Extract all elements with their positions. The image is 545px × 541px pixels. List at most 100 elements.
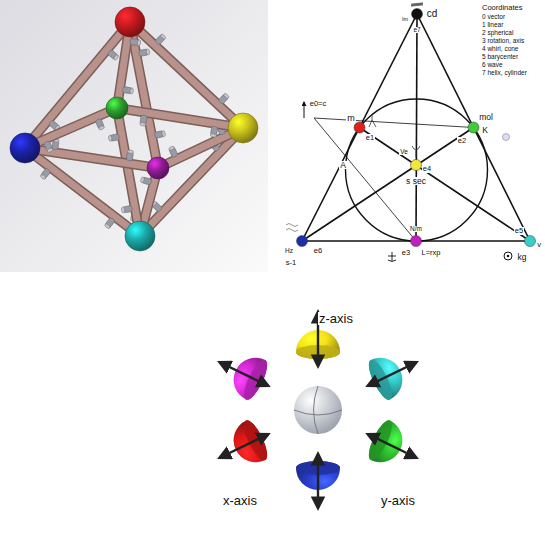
legend-heading: Coordinates: [481, 4, 523, 12]
legend-item: 3 rotation, axis: [481, 38, 525, 45]
pin: [104, 217, 115, 229]
pin-cap: [121, 207, 125, 213]
pin-cap: [40, 174, 47, 180]
pin-cap: [140, 122, 146, 126]
fano-point: [468, 122, 479, 133]
pin-cap: [47, 148, 54, 153]
dot-circle-symbol: [507, 255, 510, 258]
pin: [121, 205, 132, 213]
render-background: [0, 0, 268, 272]
rod: [140, 128, 243, 236]
joint-sphere: [125, 221, 155, 251]
joint-sphere: [228, 113, 258, 143]
pin: [210, 126, 218, 137]
legend-item: 0 vector: [481, 14, 506, 21]
rod: [130, 22, 158, 168]
pin-cap: [160, 33, 167, 39]
octahedron-model: [10, 7, 258, 251]
pin-cap: [127, 150, 133, 154]
unit-label: L=rxp: [421, 249, 442, 257]
fano-line: [416, 14, 417, 241]
pin: [107, 49, 119, 60]
dot-circle-symbol: [504, 252, 512, 260]
pin: [95, 118, 105, 130]
spring-symbol: [411, 3, 423, 6]
pin-cap: [168, 146, 175, 151]
axis-arrow: [220, 362, 269, 386]
hemisphere: [210, 414, 278, 477]
fano-point: [525, 236, 536, 247]
axis-label: z-axis: [318, 312, 354, 325]
rod: [130, 22, 158, 168]
sphere-meridian: [294, 386, 342, 434]
pin: [218, 93, 230, 105]
sphere-symbol: [503, 134, 510, 141]
basis-label: e7: [412, 27, 421, 34]
basis-label: e5: [514, 227, 524, 235]
unit-label: N/m: [409, 226, 423, 233]
pin: [130, 38, 141, 46]
fano-diagram: [286, 3, 536, 262]
unit-label: Im: [401, 17, 409, 23]
wave-symbol: [286, 224, 298, 232]
leader-line: [314, 118, 416, 241]
pin-cap: [108, 135, 112, 141]
pin: [108, 134, 119, 142]
pin: [139, 49, 151, 57]
fano-circle: [346, 99, 488, 241]
axis-arrow: [368, 362, 417, 386]
legend-item: 6 wave: [481, 62, 504, 69]
hemisphere: [210, 342, 278, 405]
joint-sphere: [10, 133, 40, 163]
cone-symbol: [369, 115, 376, 127]
unit-label: kg: [517, 253, 528, 262]
unit-label: s-1: [285, 259, 297, 267]
hemisphere: [358, 342, 426, 405]
unit-label: s sec: [405, 177, 427, 186]
pin-cap: [130, 88, 134, 94]
pin: [122, 87, 133, 95]
axis-arrow: [317, 454, 319, 508]
pin-cap: [146, 49, 150, 55]
rod: [117, 108, 140, 236]
unit-label: v: [536, 241, 542, 249]
fano-point: [297, 236, 308, 247]
rod: [25, 148, 158, 168]
hemisphere: [296, 454, 340, 508]
axis-arrow: [220, 434, 269, 458]
pin: [140, 177, 152, 186]
axis-label: y-axis: [380, 494, 416, 507]
axis-label: x-axis: [222, 494, 258, 507]
basis-label: e2: [457, 137, 467, 145]
anchor-symbol: [388, 252, 396, 262]
pin: [126, 150, 134, 161]
fano-line: [302, 128, 474, 242]
hemisphere-axes: [210, 312, 426, 508]
rod: [25, 148, 158, 168]
fano-line: [360, 128, 531, 242]
rod: [25, 22, 130, 148]
axis-arrow: [368, 434, 417, 458]
legend-item: 7 helix, cylinder: [481, 70, 528, 77]
pin: [140, 115, 148, 126]
pin: [155, 33, 167, 45]
fano-point: [412, 9, 423, 20]
fano-line: [302, 14, 417, 241]
rod: [140, 128, 243, 236]
basis-label: e1: [365, 134, 375, 142]
fano-line: [417, 14, 530, 241]
unit-label: A: [339, 161, 347, 170]
joint-sphere: [147, 157, 169, 179]
pin-cap: [137, 40, 141, 46]
arrow-symbol: [304, 102, 305, 118]
pin: [44, 141, 54, 153]
center-sphere: [294, 386, 342, 434]
rod: [117, 108, 243, 128]
unit-label: Hz: [284, 248, 294, 255]
basis-label: e3: [401, 249, 411, 257]
pin-cap: [140, 177, 145, 184]
pin-cap: [161, 130, 165, 136]
legend-item: 5 barycenter: [481, 54, 519, 61]
